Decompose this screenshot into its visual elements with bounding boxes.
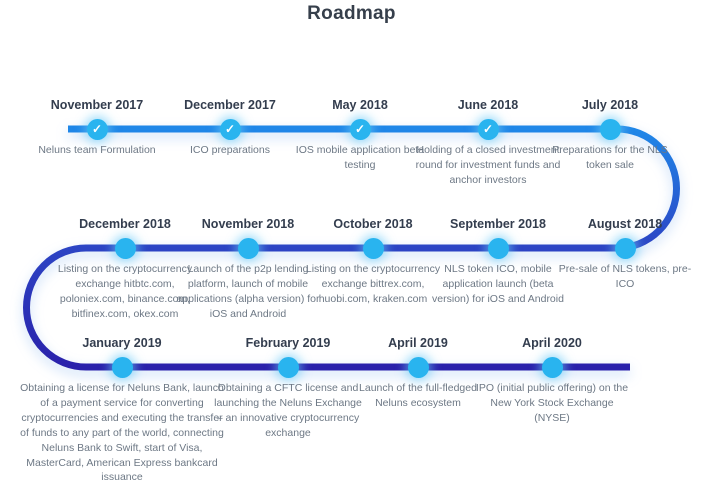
milestone-date: April 2020 — [522, 336, 582, 350]
milestone-dot: ✓ — [237, 237, 259, 259]
milestone-dot: ✓ — [407, 356, 429, 378]
milestone-date: April 2019 — [388, 336, 448, 350]
milestone-dot: ✓ — [349, 118, 371, 140]
milestone-dot: ✓ — [111, 356, 133, 378]
checkmark-icon: ✓ — [91, 122, 103, 136]
milestone-dot: ✓ — [362, 237, 384, 259]
milestone-date: January 2019 — [82, 336, 162, 350]
milestone-date: November 2018 — [201, 217, 295, 231]
checkmark-icon: ✓ — [482, 122, 494, 136]
milestone-date: November 2017 — [50, 98, 144, 112]
milestone-date: June 2018 — [457, 98, 519, 112]
milestone-description: Pre-sale of NLS tokens, pre-ICO — [558, 263, 692, 290]
milestone-description: IOS mobile application beta testing — [295, 144, 425, 171]
milestone-dot: ✓ — [219, 118, 241, 140]
milestone-description: Obtaining a license for Neluns Bank, lau… — [20, 382, 224, 480]
milestone-description: Listing on the cryptocurrency exchange b… — [305, 263, 441, 305]
milestone-date: August 2018 — [587, 217, 663, 231]
milestone-description: Neluns team Formulation — [38, 144, 156, 156]
page-title: Roadmap — [307, 3, 396, 24]
checkmark-icon: ✓ — [354, 122, 366, 136]
milestone-dot: ✓ — [114, 237, 136, 259]
milestone-date: February 2019 — [245, 336, 331, 350]
milestone-date: October 2018 — [333, 217, 413, 231]
milestone-dot: ✓ — [614, 237, 636, 259]
milestone-dot: ✓ — [541, 356, 563, 378]
checkmark-icon: ✓ — [224, 122, 236, 136]
milestone-description: Launch of the p2p lending platform, laun… — [176, 263, 320, 320]
milestone-description: IPO (initial public offering) on the New… — [475, 382, 629, 424]
milestone-description: Launch of the full-fledged Neluns ecosys… — [359, 382, 477, 409]
milestone-dot: ✓ — [86, 118, 108, 140]
milestone-date: May 2018 — [332, 98, 388, 112]
milestone-description: Holding of a closed investment round for… — [415, 144, 561, 186]
milestone-dot: ✓ — [277, 356, 299, 378]
milestone-description: Preparations for the NLS token sale — [552, 144, 668, 171]
milestone-dot: ✓ — [487, 237, 509, 259]
milestone-description: Listing on the cryptocurrency exchange h… — [57, 263, 193, 320]
milestone-date: September 2018 — [450, 217, 546, 231]
milestone-dot: ✓ — [477, 118, 499, 140]
milestone-date: December 2018 — [79, 217, 171, 231]
milestone-date: December 2017 — [184, 98, 276, 112]
milestone-dot: ✓ — [599, 118, 621, 140]
milestone-date: July 2018 — [581, 98, 639, 112]
milestone-description: Obtaining a CFTC license and launching t… — [214, 382, 362, 439]
milestone-description: NLS token ICO, mobile application launch… — [432, 263, 564, 305]
milestone-description: ICO preparations — [190, 144, 270, 156]
